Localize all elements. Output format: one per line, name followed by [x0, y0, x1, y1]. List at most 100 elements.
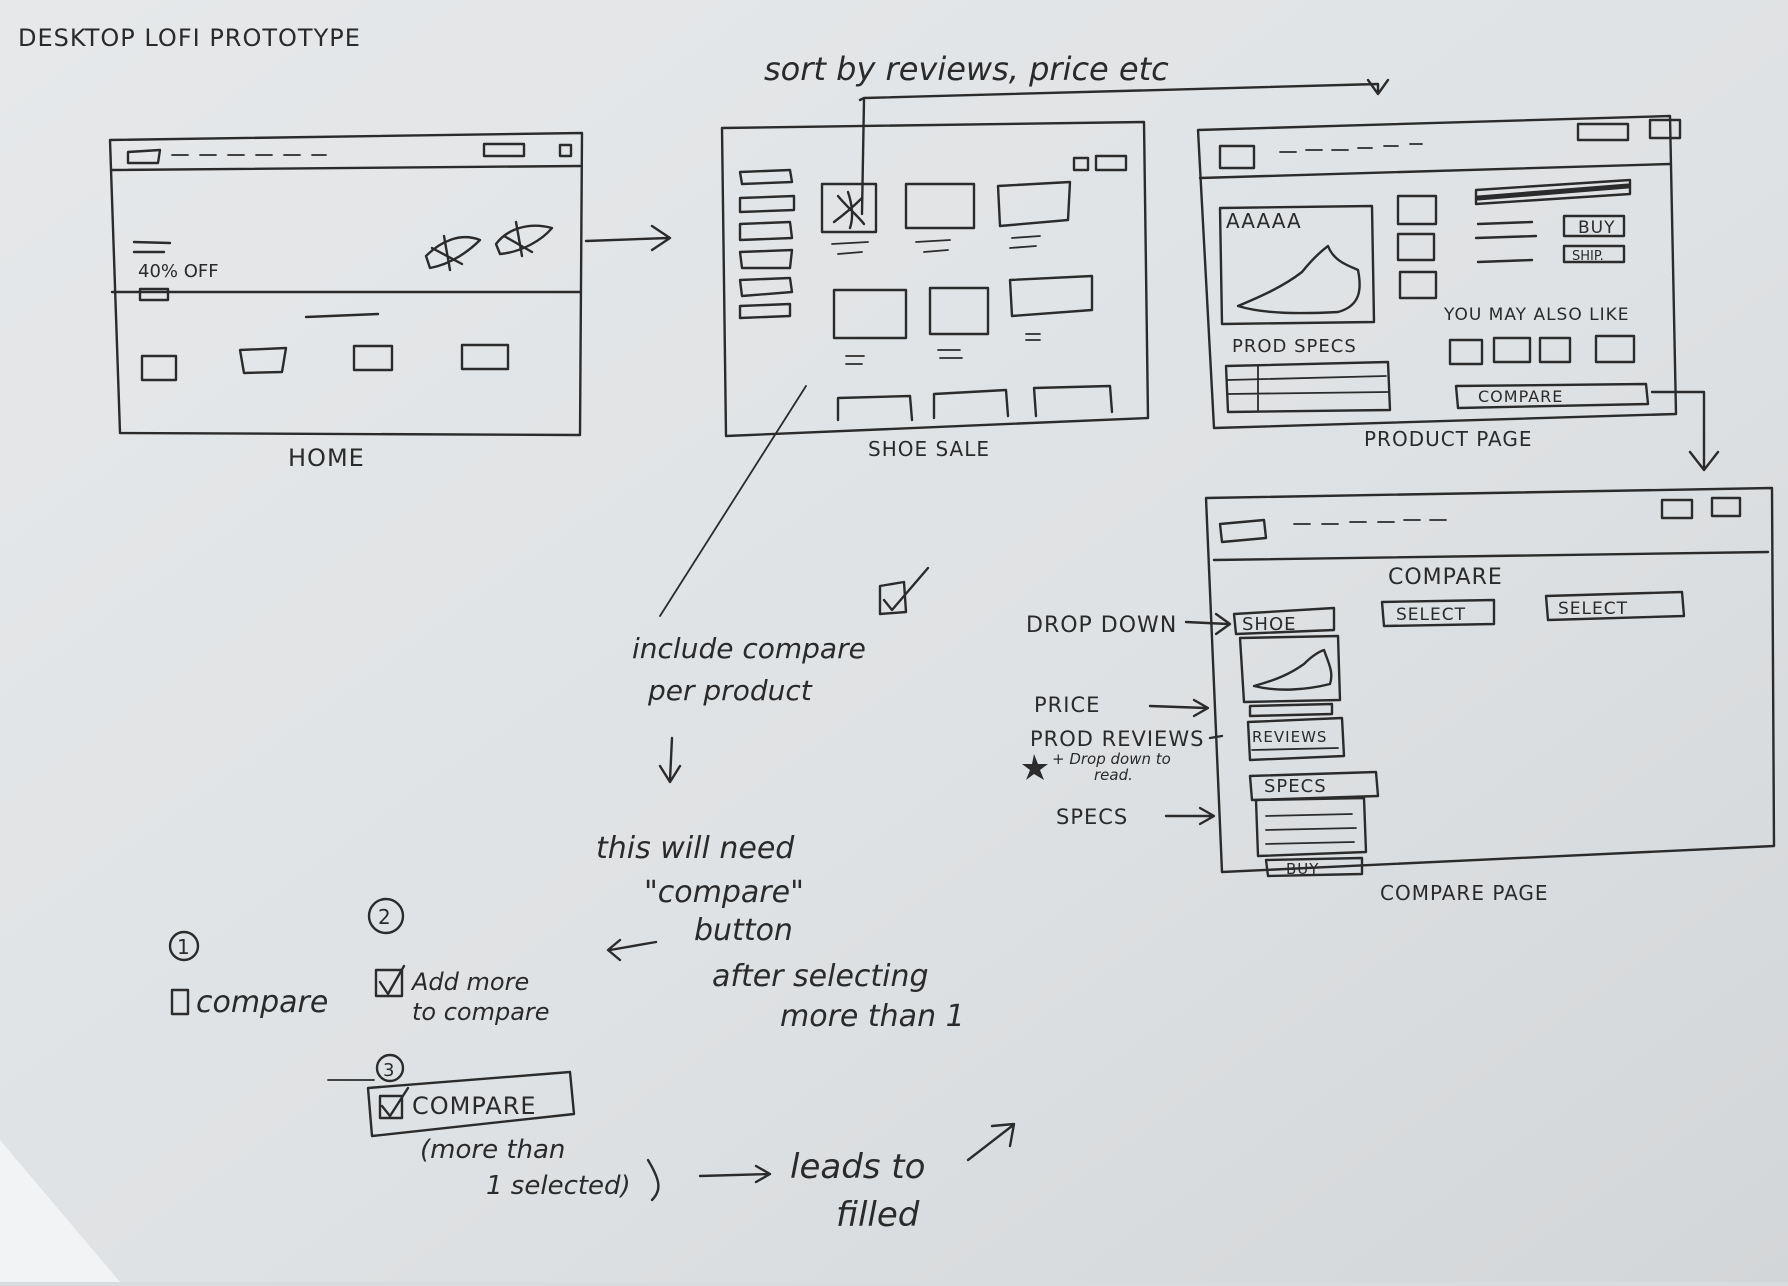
compare-price-bar	[1248, 702, 1334, 718]
product-logo-box	[1218, 144, 1256, 170]
home-shoe-doodle-2	[494, 220, 554, 258]
note-will-need-3: button	[694, 913, 793, 948]
arrow-prod-reviews	[1208, 734, 1224, 740]
annotation-reviews-note-1: + Drop down to	[1052, 750, 1171, 768]
sale-filter-1	[738, 168, 794, 186]
compare-buy-button	[1264, 856, 1364, 878]
sale-product-9	[1032, 384, 1114, 418]
product-specs-heading: PROD SPECS	[1232, 336, 1357, 357]
sale-filter-6	[738, 302, 792, 320]
compare-buy-label: BUY	[1286, 860, 1319, 878]
sale-product-8	[932, 388, 1010, 420]
sale-product-1	[820, 182, 878, 234]
home-logo-box	[126, 148, 162, 165]
product-also-like-heading: YOU MAY ALSO LIKE	[1443, 305, 1630, 325]
sale-product-2-caption	[915, 239, 951, 253]
product-header-divider	[1198, 162, 1672, 180]
note-include-compare-2: per product	[647, 674, 813, 707]
home-category-3	[352, 344, 394, 372]
product-shoe-sketch	[1236, 244, 1361, 315]
product-header-button	[1576, 122, 1630, 142]
sort-note: sort by reviews, price etc	[764, 50, 1169, 88]
arrow-price	[1148, 698, 1210, 718]
step-3-number: 3	[383, 1060, 394, 1081]
sale-header-icon-2	[1094, 154, 1128, 172]
step-1-checkbox	[170, 988, 190, 1016]
arrow-down-note	[658, 736, 682, 784]
home-shoe-doodle-1	[424, 234, 482, 272]
shoe-sale-frame-border	[720, 120, 1150, 438]
note-checkmark-icon	[882, 566, 930, 612]
product-compare-label: COMPARE	[1478, 387, 1563, 406]
product-specs-grid	[1227, 365, 1389, 411]
step-1-circle	[168, 930, 200, 962]
compare-shoe-label: SHOE	[1242, 614, 1297, 635]
step-3-checkbox	[378, 1094, 404, 1120]
product-also-like-4	[1594, 334, 1636, 364]
step-3-note-1: (more than	[420, 1135, 565, 1165]
sheet-title: DESKTOP LOFI PROTOTYPE	[18, 24, 361, 52]
sale-product-1-doodle	[832, 190, 866, 230]
step-3-note-2: 1 selected)	[486, 1171, 631, 1201]
product-buy-label: BUY	[1578, 218, 1616, 238]
product-thumb-2	[1396, 232, 1436, 262]
shoe-sale-label: SHOE SALE	[868, 437, 990, 461]
sale-filter-2	[738, 194, 796, 214]
sale-product-5	[928, 286, 990, 336]
product-also-like-2	[1492, 336, 1532, 364]
sale-header-icon-1	[1072, 156, 1090, 172]
compare-logo-box	[1218, 518, 1268, 544]
sale-filter-3	[738, 220, 794, 242]
product-frame-border	[1196, 114, 1678, 430]
arrow-leads-to	[698, 1164, 772, 1184]
product-page-frame: AAAAA BUY SHIP. PROD SPECS YOU MAY ALSO …	[1196, 114, 1682, 451]
annotation-prod-reviews: PROD REVIEWS	[1030, 727, 1204, 751]
home-section-title-line	[304, 312, 380, 319]
note-will-need-1: this will need	[596, 831, 795, 866]
sale-product-4	[832, 288, 908, 340]
step-2-circle	[367, 897, 405, 935]
sale-filter-5	[738, 276, 794, 298]
note-leads-to-2: filled	[836, 1195, 920, 1235]
note-will-need-5: more than 1	[780, 999, 965, 1034]
annotation-drop-down: DROP DOWN	[1026, 613, 1177, 638]
note-leads-to-1: leads to	[790, 1147, 925, 1187]
home-category-2	[238, 346, 288, 375]
sale-filter-4	[738, 248, 794, 270]
step-1-label: compare	[196, 985, 328, 1020]
home-header-icon	[558, 143, 573, 158]
product-compare-button	[1454, 382, 1650, 410]
annotation-price: PRICE	[1034, 693, 1100, 717]
product-stars: AAAAA	[1226, 209, 1302, 233]
compare-header-divider	[1212, 550, 1770, 562]
product-main-image	[1218, 204, 1376, 326]
step-2-label-2: to compare	[412, 998, 550, 1026]
sale-product-5-caption	[937, 349, 963, 359]
home-promo-text: 40% OFF	[138, 261, 219, 282]
arrow-left-note	[606, 938, 658, 962]
step-1-number: 1	[177, 935, 190, 959]
compare-header-icon-2	[1710, 496, 1742, 518]
product-buy-button	[1562, 214, 1626, 238]
product-header-icon	[1648, 118, 1682, 140]
home-category-4	[460, 343, 510, 371]
star-icon	[1022, 754, 1048, 780]
shoe-sale-frame: SHOE SALE	[720, 120, 1150, 461]
product-ship-label: SHIP.	[1572, 249, 1604, 264]
product-title-scribble	[1475, 183, 1631, 201]
step-2-label-1: Add more	[410, 968, 529, 996]
home-frame-border	[108, 131, 584, 437]
compare-reviews-box	[1246, 716, 1346, 762]
sort-bracket	[858, 78, 1390, 102]
home-label: HOME	[288, 444, 365, 472]
annotation-reviews-note-2: read.	[1094, 766, 1133, 784]
compare-select-2	[1544, 590, 1686, 622]
home-header-button	[482, 142, 526, 158]
compare-heading: COMPARE	[1388, 565, 1503, 590]
home-header-divider	[110, 164, 582, 172]
compare-select-2-label: SELECT	[1558, 599, 1628, 619]
step-2-number: 2	[378, 905, 391, 929]
